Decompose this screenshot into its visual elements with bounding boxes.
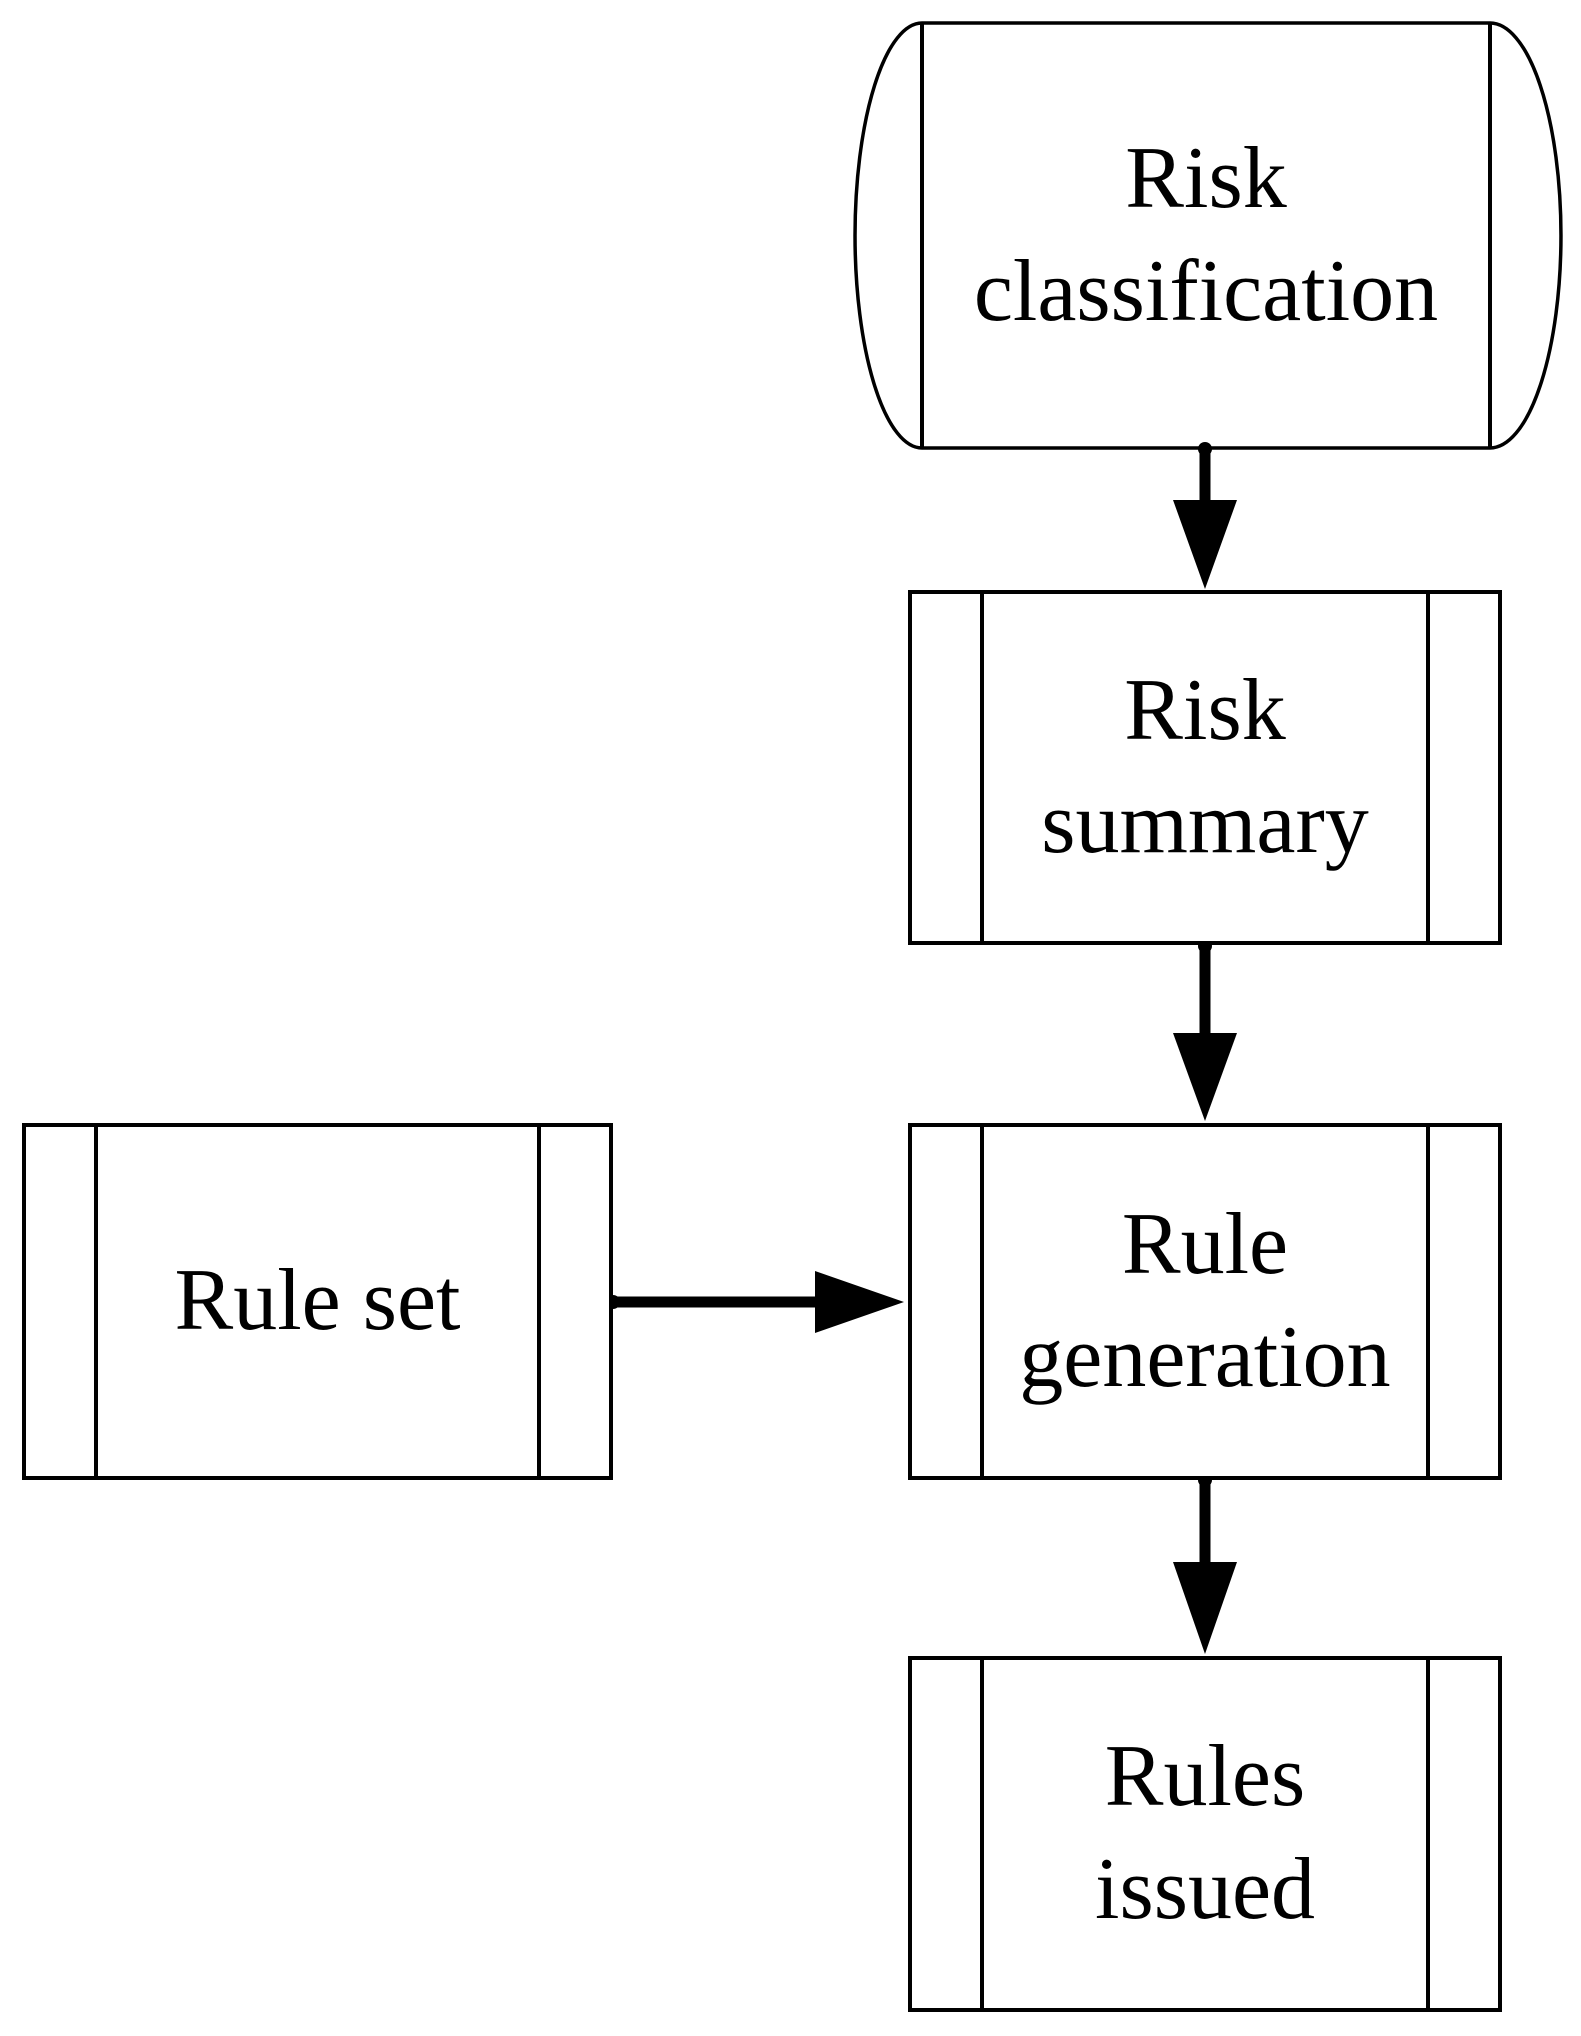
predefined-process-left-stripe bbox=[980, 594, 984, 941]
predefined-process-left-stripe bbox=[94, 1127, 98, 1476]
arrow-summary-to-generation bbox=[1173, 939, 1237, 1121]
node-risk-summary-label: Risk summary bbox=[1041, 661, 1369, 872]
arrow-head bbox=[815, 1271, 904, 1333]
predefined-process-right-stripe bbox=[1426, 594, 1430, 941]
node-rule-generation-label: Rule generation bbox=[1019, 1195, 1391, 1406]
arrow-stem bbox=[1199, 1480, 1211, 1567]
arrow-head bbox=[1173, 1033, 1237, 1121]
predefined-process-right-stripe bbox=[537, 1127, 541, 1476]
predefined-process-right-stripe bbox=[1426, 1660, 1430, 2008]
cylinder-risk-classification-outline bbox=[853, 21, 1563, 450]
arrow-stem bbox=[1199, 946, 1211, 1038]
node-risk-classification: Risk classification bbox=[922, 23, 1490, 448]
node-rule-set: Rule set bbox=[22, 1123, 613, 1480]
arrow-classification-to-summary bbox=[1173, 442, 1237, 589]
arrow-ruleset-to-generation bbox=[606, 1271, 904, 1333]
arrow-head bbox=[1173, 1562, 1237, 1654]
predefined-process-right-stripe bbox=[1426, 1127, 1430, 1476]
node-rule-set-label: Rule set bbox=[174, 1252, 461, 1350]
node-rules-issued: Rules issued bbox=[908, 1656, 1502, 2012]
arrow-stem bbox=[1199, 449, 1211, 505]
arrow-stem bbox=[613, 1296, 820, 1308]
predefined-process-left-stripe bbox=[980, 1660, 984, 2008]
node-rule-generation: Rule generation bbox=[908, 1123, 1502, 1480]
node-risk-summary: Risk summary bbox=[908, 590, 1502, 945]
arrow-head bbox=[1173, 500, 1237, 589]
arrow-generation-to-issued bbox=[1173, 1473, 1237, 1654]
predefined-process-left-stripe bbox=[980, 1127, 984, 1476]
node-risk-classification-label: Risk classification bbox=[973, 129, 1439, 340]
node-rules-issued-label: Rules issued bbox=[1095, 1728, 1315, 1938]
